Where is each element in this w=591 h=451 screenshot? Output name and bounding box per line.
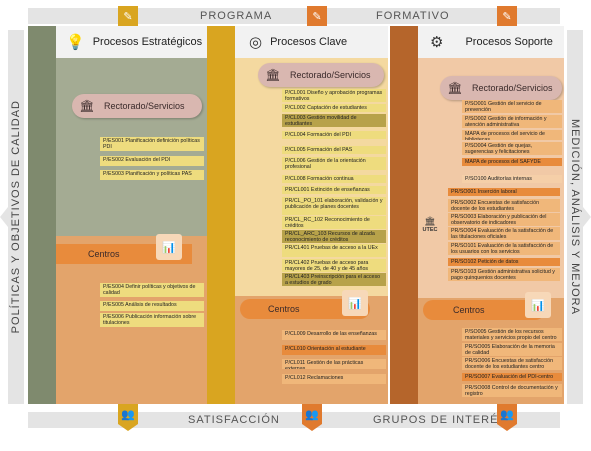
left-banner-text: POLÍTICAS Y OBJETIVOS DE CALIDAD (10, 100, 22, 334)
right-arrow (583, 207, 591, 227)
list-item: P/SO004 Gestión de quejas, sugerencias y… (462, 142, 562, 155)
estrategicos-left-bar (28, 26, 56, 404)
list-item: PR/SO001 Inserción laboral (448, 188, 560, 196)
clave-title: Procesos Clave (270, 36, 348, 48)
list-item: PR/SO002 Encuestas de satisfacción docen… (448, 199, 560, 212)
soporte-header: ⚙ Procesos Soporte (418, 26, 564, 58)
estrategicos-header: 💡 Procesos Estratégicos (56, 26, 207, 58)
presentation-icon: 📊 (342, 290, 368, 316)
top-banner: PROGRAMA FORMATIVO (28, 8, 560, 24)
document-edit-icon: ✎ (307, 6, 327, 33)
right-banner-text: MEDICIÓN, ANÁLISIS Y MEJORA (569, 119, 581, 315)
list-item: P/CL006 Gestión de la orientación profes… (282, 157, 386, 170)
list-item: MAPA de procesos del servicio de bibliot… (462, 130, 562, 140)
list-item: PR/SO004 Evaluación de la satisfacción d… (448, 227, 560, 240)
list-item: PR/SO102 Petición de datos (448, 258, 560, 266)
list-item: P/CL010 Orientación al estudiante (282, 345, 386, 355)
people-icon: 👥 (497, 404, 517, 431)
list-item: P/CL009 Desarrollo de las enseñanzas (282, 330, 386, 340)
list-item: MAPA de procesos del SAFYDE (462, 158, 562, 166)
estrategicos-title: Procesos Estratégicos (92, 36, 203, 48)
clave-bar (207, 26, 235, 404)
gear-icon: ⚙ (430, 34, 444, 51)
estrategicos-centros-label: Centros (88, 249, 120, 259)
list-item: P/ES006 Publicación información sobre ti… (100, 313, 204, 327)
list-item: P/CL008 Formación continua (282, 175, 386, 183)
bottom-banner-right-text: GRUPOS DE INTERÉS (373, 414, 507, 426)
clave-centros-pill: Centros (240, 299, 370, 319)
list-item: P/ES005 Análisis de resultados (100, 301, 204, 311)
list-item: PR/SO006 Encuestas de satisfacción docen… (462, 357, 562, 370)
list-item: P/CL012 Reclamaciones (282, 374, 386, 384)
document-edit-icon: ✎ (118, 6, 138, 33)
people-icon: 👥 (118, 404, 138, 431)
target-icon: ◎ (249, 34, 263, 51)
list-item: PR/CL001 Extinción de enseñanzas (282, 186, 386, 194)
utec-label: UTEC (422, 227, 438, 233)
building-icon: 🏛 (447, 81, 463, 95)
building-icon: 🏛 (265, 68, 281, 82)
list-item: P/CL002 Captación de estudiantes (282, 104, 386, 112)
list-item: PR/SO003 Elaboración y publicación del o… (448, 213, 560, 226)
presentation-icon: 📊 (525, 292, 551, 318)
soporte-bar (390, 26, 418, 404)
list-item: P/ES002 Evaluación del PDI (100, 156, 204, 166)
list-item: PR/CL_PO_101 elaboración, validación y p… (282, 197, 386, 215)
list-item: P/SO100 Auditorías internas (462, 175, 562, 183)
presentation-icon: 📊 (156, 234, 182, 260)
clave-rectorado-label: Rectorado/Servicios (290, 70, 371, 80)
soporte-centros-label: Centros (453, 305, 485, 315)
clave-rectorado-pill: 🏛 Rectorado/Servicios (258, 63, 384, 87)
utec-badge: 🏛 UTEC (421, 216, 439, 240)
list-item: P/ES003 Planificación y políticas PAS (100, 170, 204, 180)
soporte-centros-pill: Centros (423, 300, 545, 320)
soporte-title: Procesos Soporte (465, 36, 553, 48)
building-icon: 🏛 (424, 216, 436, 226)
list-item: PR/SO007 Evaluación del PDI-centro (462, 373, 562, 381)
estrategicos-rectorado-label: Rectorado/Servicios (104, 101, 185, 111)
clave-centros-label: Centros (268, 304, 300, 314)
building-icon: 🏛 (79, 99, 95, 113)
clave-header: ◎ Procesos Clave (235, 26, 388, 58)
lightbulb-icon: 💡 (66, 34, 85, 51)
list-item: PR/SO101 Evaluación de la satisfacción d… (448, 242, 560, 255)
right-banner: MEDICIÓN, ANÁLISIS Y MEJORA (567, 30, 583, 404)
list-item: P/CL011 Gestión de las prácticas externa… (282, 359, 386, 369)
list-item: P/CL001 Diseño y aprobación programas fo… (282, 89, 386, 102)
soporte-rectorado-label: Rectorado/Servicios (472, 83, 553, 93)
left-banner: POLÍTICAS Y OBJETIVOS DE CALIDAD (8, 30, 24, 404)
list-item: PR/SO103 Gestión administrativa solicitu… (448, 268, 560, 281)
list-item: P/CL003 Gestión movilidad de estudiantes (282, 114, 386, 127)
soporte-rectorado-pill: 🏛 Rectorado/Servicios (440, 76, 562, 100)
list-item: PR/SO005 Elaboración de la memoria de ca… (462, 343, 562, 356)
left-arrow (0, 207, 8, 227)
list-item: P/SO005 Gestión de los recursos material… (462, 328, 562, 341)
document-edit-icon: ✎ (497, 6, 517, 33)
top-banner-left-text: PROGRAMA (200, 10, 273, 22)
list-item: P/ES004 Definir políticas y objetivos de… (100, 283, 204, 297)
top-banner-right-text: FORMATIVO (376, 10, 450, 22)
list-item: P/ES001 Planificación definición polític… (100, 137, 204, 151)
list-item: PR/SO008 Control de documentación y regi… (462, 384, 562, 397)
list-item: PR/CL403 Preinscripción para el acceso a… (282, 273, 386, 286)
people-icon: 👥 (302, 404, 322, 431)
list-item: PR/CL_RC_102 Reconocimiento de créditos (282, 216, 386, 229)
bottom-banner: SATISFACCIÓN GRUPOS DE INTERÉS (28, 412, 560, 428)
bottom-banner-left-text: SATISFACCIÓN (188, 414, 280, 426)
list-item: PR/CL401 Pruebas de acceso a la UEx (282, 244, 386, 257)
list-item: P/SO001 Gestión del servicio de prevenci… (462, 100, 562, 113)
list-item: PR/CL_ARC_103 Recursos de alzada reconoc… (282, 230, 386, 243)
list-item: P/CL004 Formación del PDI (282, 131, 386, 139)
list-item: P/CL005 Formación del PAS (282, 146, 386, 154)
list-item: PR/CL402 Pruebas de acceso para mayores … (282, 259, 386, 272)
estrategicos-rectorado-pill: 🏛 Rectorado/Servicios (72, 94, 202, 118)
list-item: P/SO002 Gestión de información y atenció… (462, 115, 562, 128)
